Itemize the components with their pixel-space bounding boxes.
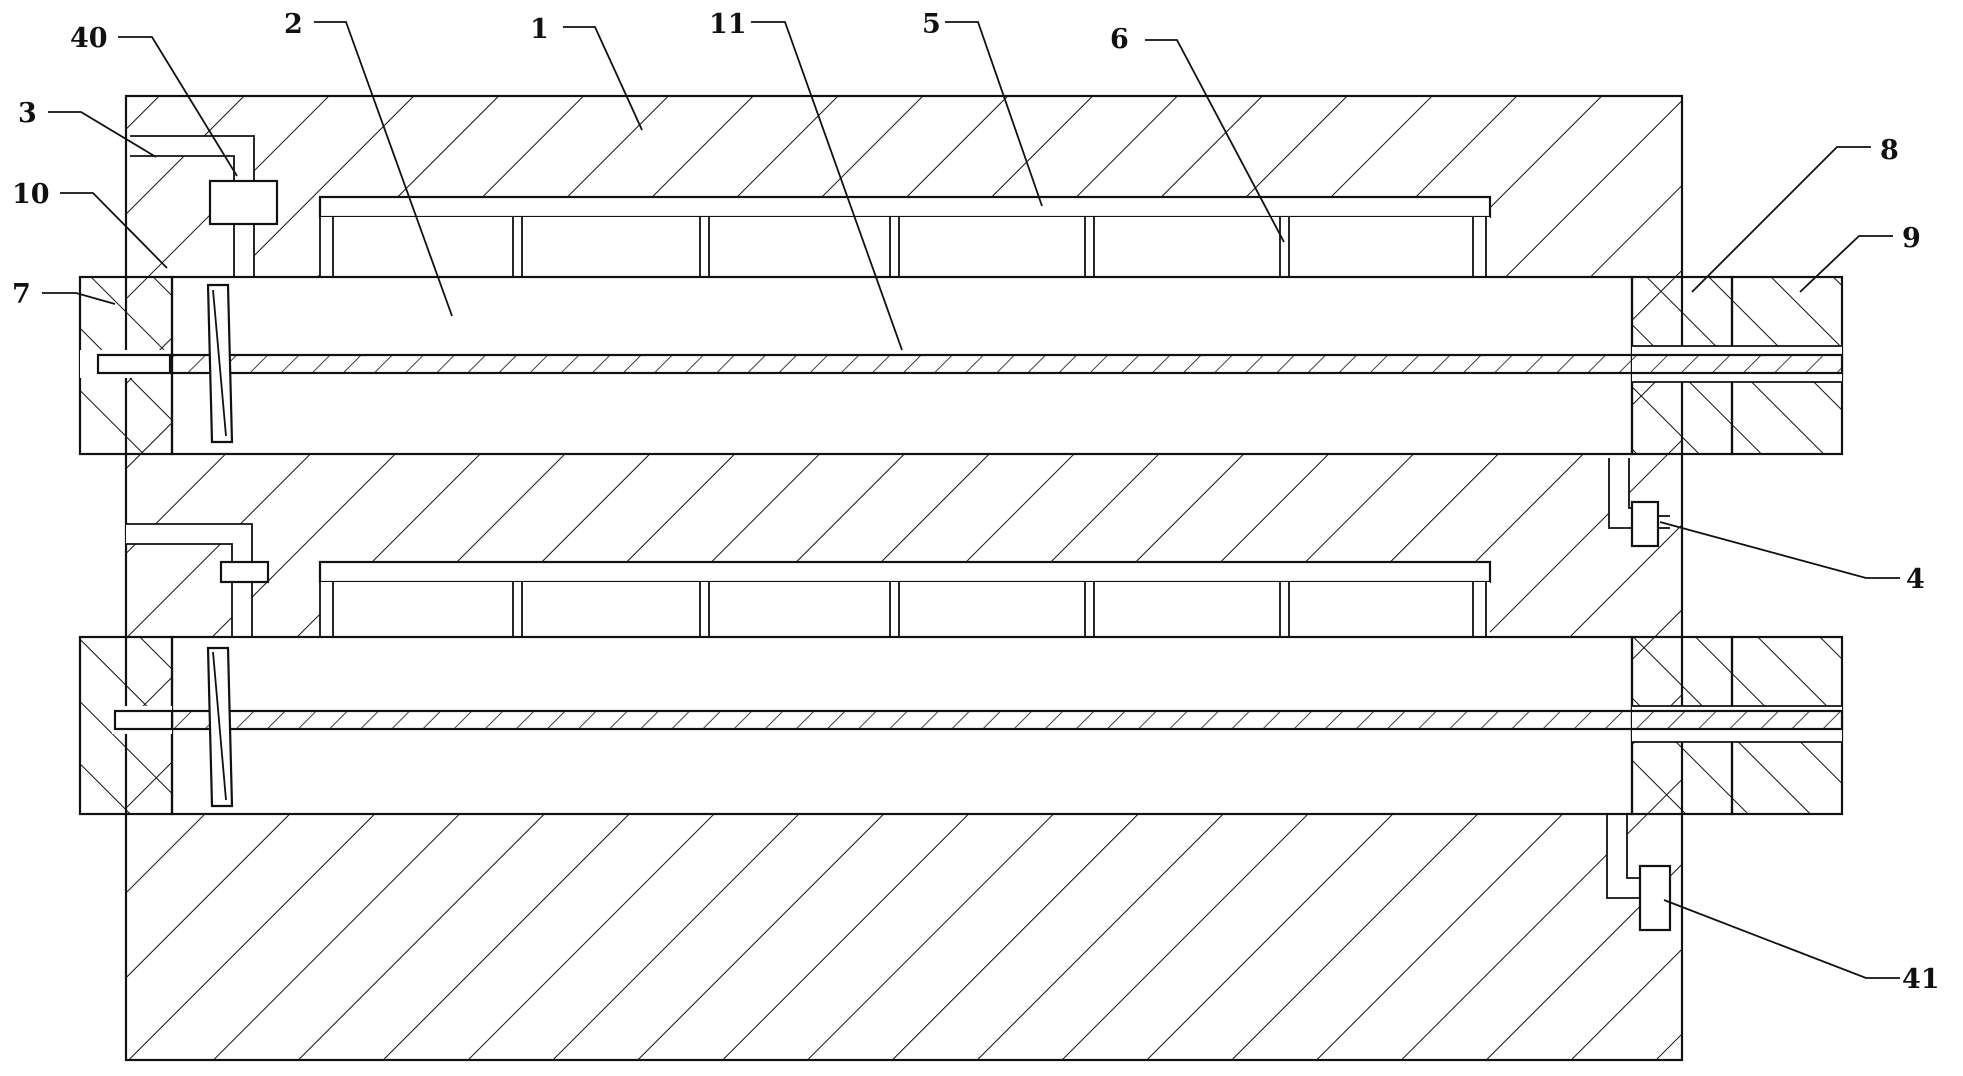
label-40: 40 — [70, 23, 108, 54]
valve-unit-4 — [1630, 500, 1660, 548]
lower-inlet-pipe — [126, 523, 270, 638]
part-labels: 40 2 1 11 5 6 3 10 7 8 9 4 41 — [12, 9, 1940, 995]
label-10: 10 — [12, 179, 50, 210]
label-41: 41 — [1902, 964, 1940, 995]
label-5: 5 — [922, 9, 941, 40]
upper-outlet-pipe — [1608, 458, 1670, 548]
label-9: 9 — [1902, 223, 1921, 254]
upper-fin-assembly — [318, 195, 1492, 277]
label-8: 8 — [1880, 135, 1899, 166]
label-1: 1 — [530, 14, 549, 45]
pump-unit-40 — [208, 179, 279, 226]
upper-shaft — [96, 353, 1844, 375]
label-6: 6 — [1110, 24, 1129, 55]
label-7: 7 — [12, 279, 31, 310]
lower-roller-assembly — [78, 635, 1844, 816]
upper-roller-assembly — [78, 275, 1844, 456]
label-3: 3 — [18, 98, 37, 129]
label-2: 2 — [284, 9, 303, 40]
pump-unit-lower — [219, 560, 270, 584]
label-4: 4 — [1906, 564, 1925, 595]
lower-fin-assembly — [318, 560, 1492, 637]
lower-shaft — [113, 709, 1844, 731]
upper-inlet-pipe — [130, 135, 279, 278]
valve-unit-41 — [1638, 864, 1672, 932]
label-11: 11 — [709, 9, 747, 40]
leader-lines — [42, 21, 1900, 979]
lower-outlet-pipe — [1606, 814, 1672, 932]
